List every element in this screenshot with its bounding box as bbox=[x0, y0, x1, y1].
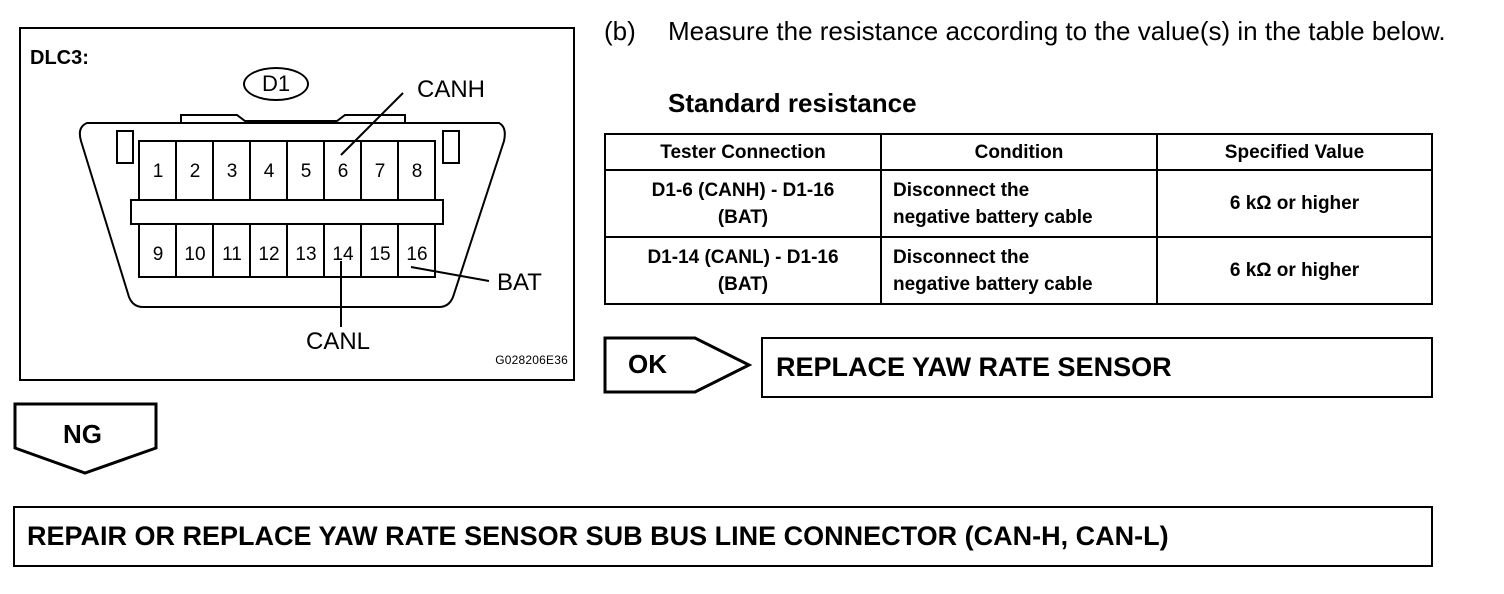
pin-11: 11 bbox=[222, 244, 242, 265]
cell-connection: D1-6 (CANH) - D1-16 (BAT) bbox=[604, 169, 882, 238]
connector-housing bbox=[78, 122, 506, 308]
pin-4: 4 bbox=[263, 161, 275, 182]
ok-arrow bbox=[603, 336, 753, 394]
connector-drawing bbox=[78, 92, 506, 327]
bat-leader bbox=[410, 266, 490, 282]
connection-line-2: (BAT) bbox=[717, 273, 769, 295]
canh-leader bbox=[340, 92, 404, 156]
figure-code: G028206E36 bbox=[495, 353, 568, 367]
pin-10: 10 bbox=[184, 244, 206, 265]
bat-label: BAT bbox=[497, 269, 542, 296]
step-letter: (b) bbox=[604, 16, 636, 46]
cell-condition: Disconnect the negative battery cable bbox=[880, 169, 1158, 238]
instruction-text: Measure the resistance according to the … bbox=[668, 16, 1446, 46]
canl-label: CANL bbox=[306, 328, 371, 355]
header-specified-value: Specified Value bbox=[1156, 133, 1433, 171]
condition-line-1: Disconnect the bbox=[893, 179, 1030, 201]
condition-line-1: Disconnect the bbox=[893, 246, 1030, 268]
pin-1: 1 bbox=[152, 161, 164, 182]
pin-3: 3 bbox=[226, 161, 238, 182]
pin-7: 7 bbox=[374, 161, 386, 182]
cell-value: 6 kΩ or higher bbox=[1156, 236, 1433, 305]
connection-line-1: D1-14 (CANL) - D1-16 bbox=[647, 246, 839, 268]
right-latch bbox=[442, 130, 460, 164]
ng-arrow bbox=[13, 402, 158, 475]
dlc3-connector-figure: DLC3: D1 1 2 3 4 5 6 7 8 9 10 11 12 13 1… bbox=[19, 27, 575, 381]
connector-name-badge: D1 bbox=[243, 67, 309, 101]
left-latch bbox=[116, 130, 134, 164]
table-row: D1-14 (CANL) - D1-16 (BAT) Disconnect th… bbox=[604, 236, 1433, 305]
ok-label: OK bbox=[628, 349, 667, 379]
ok-result-box: REPLACE YAW RATE SENSOR bbox=[761, 337, 1433, 398]
canh-label: CANH bbox=[417, 76, 486, 103]
pin-9: 9 bbox=[152, 244, 164, 265]
pin-8: 8 bbox=[411, 161, 423, 182]
header-condition: Condition bbox=[880, 133, 1158, 171]
pin-12: 12 bbox=[258, 244, 280, 265]
pin-13: 13 bbox=[295, 244, 317, 265]
resistance-spec-table: Tester Connection Condition Specified Va… bbox=[604, 133, 1433, 305]
pin-5: 5 bbox=[300, 161, 312, 182]
cell-condition: Disconnect the negative battery cable bbox=[880, 236, 1158, 305]
condition-line-2: negative battery cable bbox=[893, 273, 1093, 295]
pin-15: 15 bbox=[369, 244, 391, 265]
table-row: D1-6 (CANH) - D1-16 (BAT) Disconnect the… bbox=[604, 169, 1433, 238]
connection-line-2: (BAT) bbox=[717, 206, 769, 228]
connection-line-1: D1-6 (CANH) - D1-16 bbox=[651, 179, 835, 201]
cell-value: 6 kΩ or higher bbox=[1156, 169, 1433, 238]
ng-result-box: REPAIR OR REPLACE YAW RATE SENSOR SUB BU… bbox=[13, 506, 1433, 567]
pin-14: 14 bbox=[332, 244, 354, 265]
condition-line-2: negative battery cable bbox=[893, 206, 1093, 228]
pin-2: 2 bbox=[189, 161, 201, 182]
pin-6: 6 bbox=[337, 161, 349, 182]
figure-title: DLC3: bbox=[30, 47, 89, 69]
ng-label: NG bbox=[63, 419, 102, 449]
cell-connection: D1-14 (CANL) - D1-16 (BAT) bbox=[604, 236, 882, 305]
table-header-row: Tester Connection Condition Specified Va… bbox=[604, 133, 1433, 171]
standard-resistance-title: Standard resistance bbox=[668, 88, 917, 118]
pin-16: 16 bbox=[406, 244, 428, 265]
header-tester-connection: Tester Connection bbox=[604, 133, 882, 171]
